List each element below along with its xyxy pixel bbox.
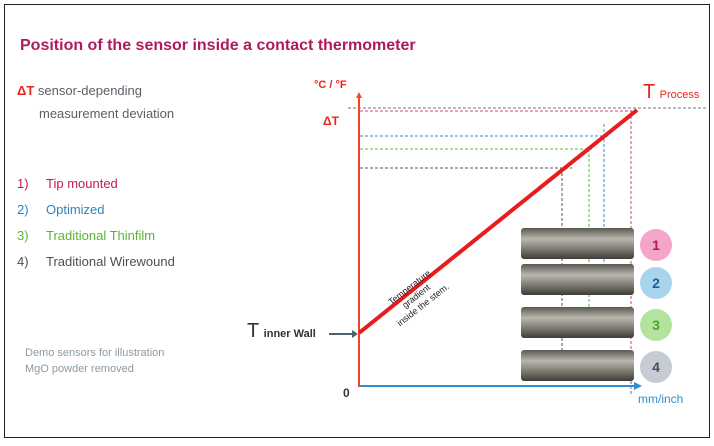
legend-num: 1) (17, 176, 29, 191)
delta-t-label: ΔT (323, 114, 339, 128)
x-axis-arrow (634, 382, 642, 390)
sensor-number-badge: 1 (640, 229, 672, 261)
legend-label: Traditional Thinfilm (46, 228, 156, 243)
sensor-number-badge: 2 (640, 267, 672, 299)
origin-label: 0 (343, 386, 350, 400)
sensor-number-badge: 3 (640, 309, 672, 341)
t-inner-wall-label: T inner Wall (247, 320, 316, 343)
inner-wall-arrowhead (352, 330, 358, 338)
sensor-number-badge: 4 (640, 351, 672, 383)
t-process-sub: Process (659, 89, 700, 101)
slide-frame (4, 4, 710, 438)
t-process-label: T Process (643, 81, 699, 104)
sensor-photo-3 (521, 307, 634, 338)
demo-note-1: Demo sensors for illustration (25, 347, 165, 359)
delta-note: ΔT sensor-depending (17, 83, 142, 98)
delta-line1: sensor-depending (37, 83, 142, 98)
t-inner-t: T (247, 320, 260, 342)
demo-note-2: MgO powder removed (25, 363, 134, 375)
page-title: Position of the sensor inside a contact … (20, 37, 416, 54)
delta-symbol: ΔT (17, 83, 35, 98)
sensor-photo-2 (521, 264, 634, 295)
legend-num: 2) (17, 202, 29, 217)
legend-label: Traditional Wirewound (46, 254, 175, 269)
x-axis-label: mm/inch (638, 392, 684, 406)
temperature-line (357, 108, 639, 335)
sensor-photo-4 (521, 350, 634, 381)
sensor-photo-1 (521, 228, 634, 259)
legend-label: Tip mounted (46, 176, 118, 191)
legend-item: 2) Optimized (17, 202, 105, 217)
legend-num: 4) (17, 254, 29, 269)
legend-label: Optimized (46, 202, 105, 217)
delta-line2: measurement deviation (39, 106, 175, 121)
legend-num: 3) (17, 228, 29, 243)
legend-item: 4) Traditional Wirewound (17, 254, 175, 269)
legend-item: 1) Tip mounted (17, 176, 118, 191)
t-process-t: T (643, 81, 656, 103)
legend-item: 3) Traditional Thinfilm (17, 228, 155, 243)
y-axis-arrow (356, 92, 362, 98)
y-axis-label: °C / °F (314, 79, 347, 91)
t-inner-sub: inner Wall (263, 328, 316, 340)
